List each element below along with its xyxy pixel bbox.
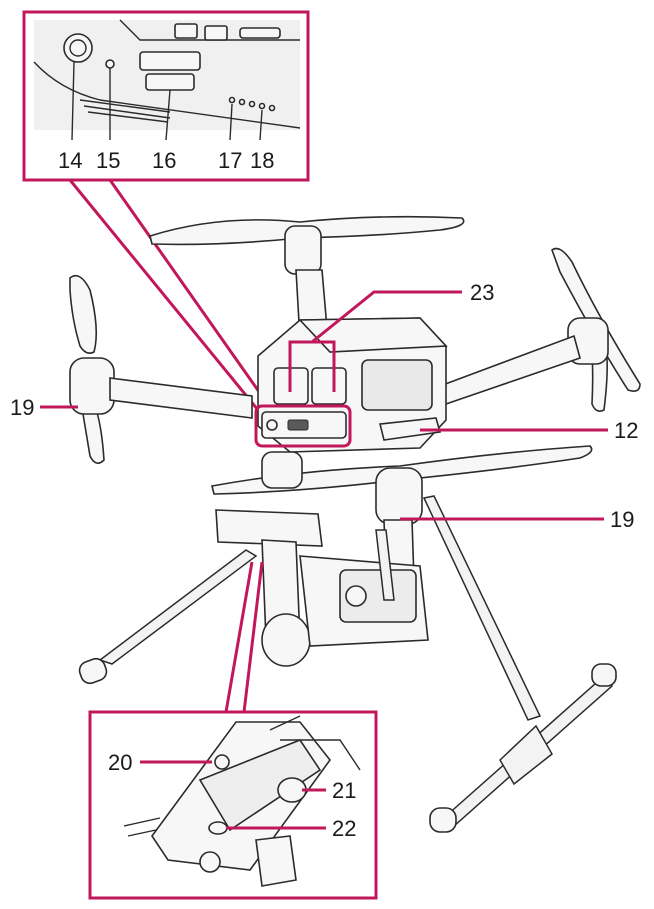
landing-leg-center — [375, 529, 395, 601]
mount-hole-20 — [214, 754, 230, 770]
bottom-detail-inset: 20 21 22 — [88, 710, 378, 900]
top-slot-2 — [204, 25, 228, 41]
callout-20: 20 — [108, 750, 132, 775]
callout-19-left: 19 — [10, 395, 34, 420]
callout-23: 23 — [470, 280, 494, 305]
callout-17: 17 — [218, 148, 242, 173]
small-indicator — [105, 59, 115, 69]
led-icon — [268, 104, 276, 112]
mount-bracket — [269, 715, 361, 771]
arm-left — [109, 377, 253, 419]
landing-foot-right-2 — [429, 807, 457, 833]
motor-front-right — [375, 467, 423, 525]
callout-14: 14 — [58, 148, 82, 173]
rect-port-upper — [139, 51, 201, 71]
callout-23-group: 23 — [288, 280, 494, 392]
led-icon — [258, 102, 266, 110]
led-icon — [228, 96, 236, 104]
leader-23 — [311, 290, 462, 344]
motor-top — [284, 225, 322, 275]
bottom-connector-right — [242, 561, 264, 713]
port-panel-highlight — [254, 404, 352, 448]
port-panel-edge — [33, 61, 301, 129]
port-panel-top-edge — [119, 19, 300, 41]
callout-15: 15 — [96, 148, 120, 173]
callout-21: 21 — [332, 778, 356, 803]
bottom-inset-frame — [88, 710, 378, 900]
mount-slot-22 — [208, 821, 228, 835]
arm-right — [438, 334, 581, 406]
round-port-inner — [69, 39, 87, 57]
bottom-connector-left — [224, 561, 254, 713]
mount-screw — [199, 851, 221, 873]
leader-14 — [71, 61, 75, 141]
top-slot-3 — [239, 27, 281, 39]
led-icon — [238, 98, 246, 106]
vent-grille — [79, 99, 171, 123]
propeller-left — [69, 274, 98, 354]
callout-12: 12 — [614, 418, 638, 443]
drone-body-group — [69, 215, 641, 833]
landing-foot-left — [78, 657, 108, 685]
callout-22: 22 — [332, 816, 356, 841]
led-row — [228, 96, 276, 112]
landing-leg-left — [98, 549, 258, 665]
battery-slot-right — [311, 367, 347, 405]
gimbal-pivot — [261, 613, 311, 667]
rect-port-lower — [145, 73, 195, 91]
leader-16 — [165, 89, 171, 141]
leader-17 — [229, 103, 233, 141]
front-port — [287, 419, 309, 431]
inset-connector-left — [68, 179, 260, 411]
callout-16: 16 — [152, 148, 176, 173]
side-window — [361, 359, 433, 411]
status-light — [379, 417, 442, 441]
mount-left-edge — [123, 817, 161, 837]
inset-connector-right — [108, 179, 264, 397]
top-slot-1 — [174, 23, 198, 39]
mount-side-plate — [198, 739, 322, 832]
round-port — [63, 33, 93, 63]
landing-brace-right — [499, 724, 553, 786]
front-round-port — [266, 419, 278, 431]
motor-front-left — [261, 451, 303, 489]
callout-19-right: 19 — [610, 507, 634, 532]
landing-foot-right-1 — [591, 663, 617, 687]
mount-lower-clip — [255, 835, 297, 887]
callout-18: 18 — [250, 148, 274, 173]
landing-leg-right-upper — [422, 495, 542, 721]
led-icon — [248, 100, 256, 108]
top-inset-frame — [22, 10, 310, 182]
camera-cage — [339, 569, 417, 623]
gimbal-mount — [215, 509, 323, 547]
top-detail-inset: 14 15 16 17 18 — [22, 10, 310, 182]
camera-lens-icon — [345, 585, 367, 607]
mount-knob-21 — [277, 777, 307, 803]
leader-18 — [259, 109, 263, 141]
